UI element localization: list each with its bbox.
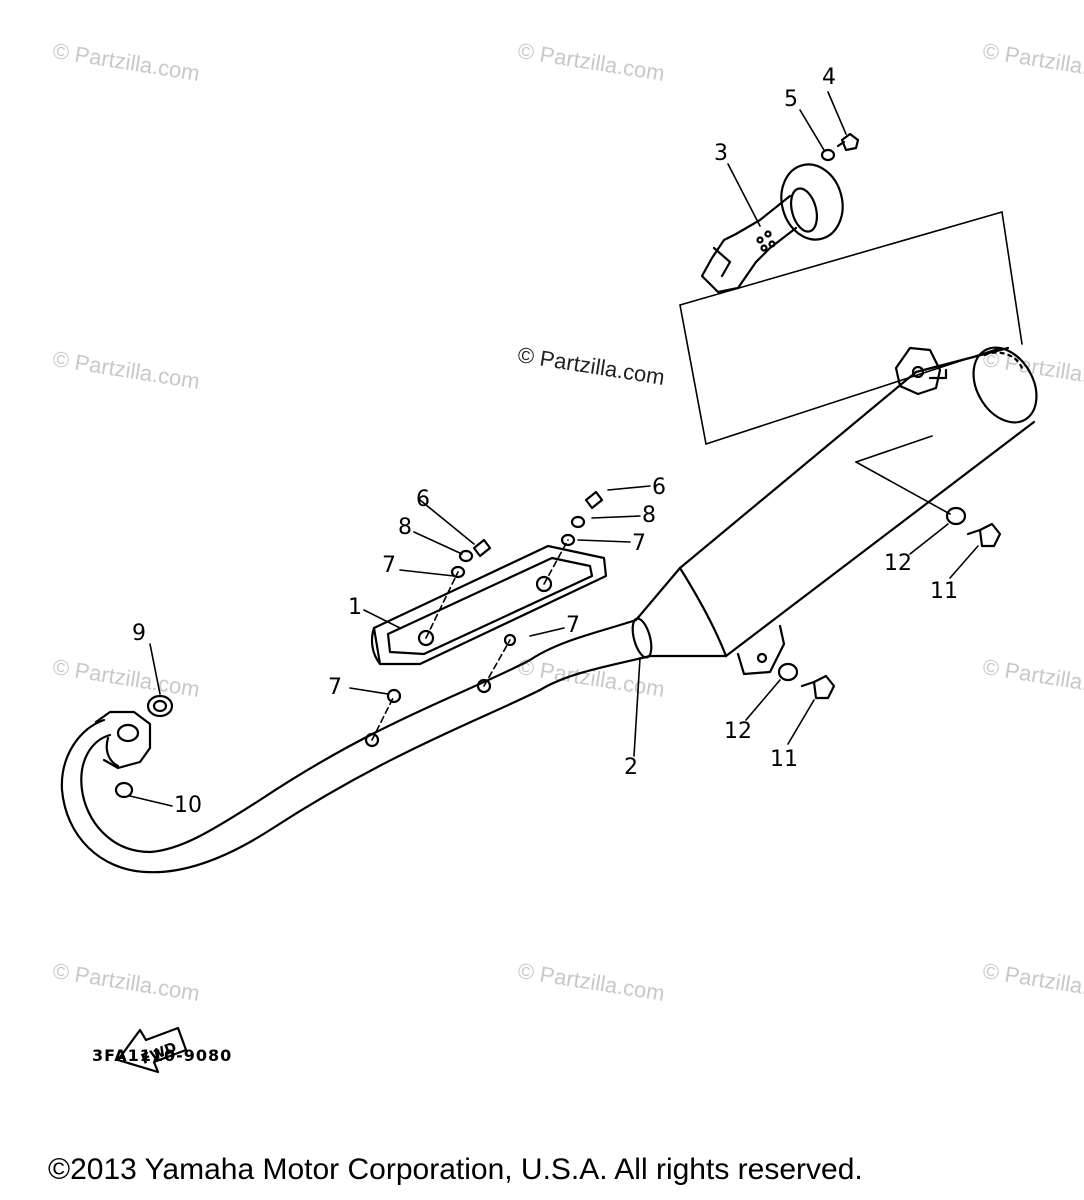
callout-6: 6 bbox=[652, 475, 666, 500]
callout-12: 12 bbox=[884, 551, 912, 576]
spark-arrester bbox=[700, 163, 844, 294]
callout-2: 2 bbox=[624, 755, 638, 780]
copyright-notice: ©2013 Yamaha Motor Corporation, U.S.A. A… bbox=[48, 1153, 863, 1186]
callout-12: 12 bbox=[724, 719, 752, 744]
callout-8: 8 bbox=[398, 515, 412, 540]
leader-lines bbox=[129, 91, 979, 807]
callout-5: 5 bbox=[784, 87, 798, 112]
callout-3: 3 bbox=[714, 141, 728, 166]
callout-7: 7 bbox=[566, 613, 580, 638]
callout-9: 9 bbox=[132, 621, 146, 646]
mount-bosses bbox=[364, 633, 517, 748]
assembly-lines bbox=[679, 211, 1023, 515]
callout-7: 7 bbox=[328, 675, 342, 700]
exhaust-pipe bbox=[60, 617, 653, 874]
callout-11: 11 bbox=[770, 747, 798, 772]
callout-10: 10 bbox=[174, 793, 202, 818]
callout-8: 8 bbox=[642, 503, 656, 528]
callout-labels: 4 5 3 6 8 7 6 8 7 1 7 7 9 10 2 12 11 12 … bbox=[132, 65, 958, 818]
callout-6: 6 bbox=[416, 487, 430, 512]
callout-7: 7 bbox=[382, 553, 396, 578]
heat-protector bbox=[370, 544, 608, 666]
callout-7: 7 bbox=[632, 531, 646, 556]
callout-11: 11 bbox=[930, 579, 958, 604]
diagram-code: 3FA1110-9080 bbox=[92, 1046, 233, 1065]
hardware bbox=[114, 132, 1002, 799]
callout-1: 1 bbox=[348, 595, 362, 620]
fwd-arrow bbox=[116, 1026, 188, 1074]
muffler-part bbox=[634, 346, 1038, 676]
callout-4: 4 bbox=[822, 65, 836, 90]
